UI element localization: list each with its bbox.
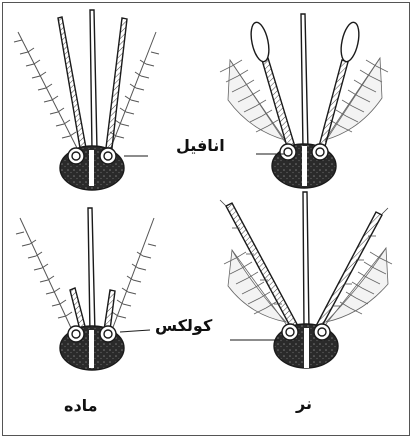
male-label: نر	[296, 394, 312, 413]
culex-male-head	[220, 192, 392, 368]
culex-label: کولکس	[155, 316, 212, 335]
palp-right	[104, 290, 115, 330]
palp-left	[58, 17, 86, 148]
proboscis	[90, 10, 97, 150]
plumose-antenna-right	[326, 248, 392, 324]
anopheles-male-head	[220, 14, 388, 188]
anopheles-label: انافیل	[176, 136, 225, 155]
anopheles-female-head	[14, 10, 159, 190]
antenna-right	[112, 218, 156, 330]
female-label: ماده	[64, 396, 98, 415]
palp-right	[106, 18, 127, 148]
proboscis	[88, 208, 95, 334]
culex-female-head	[16, 208, 156, 370]
palp-left	[70, 288, 86, 330]
proboscis	[303, 192, 309, 330]
antenna-left	[16, 218, 72, 330]
proboscis	[301, 14, 308, 150]
